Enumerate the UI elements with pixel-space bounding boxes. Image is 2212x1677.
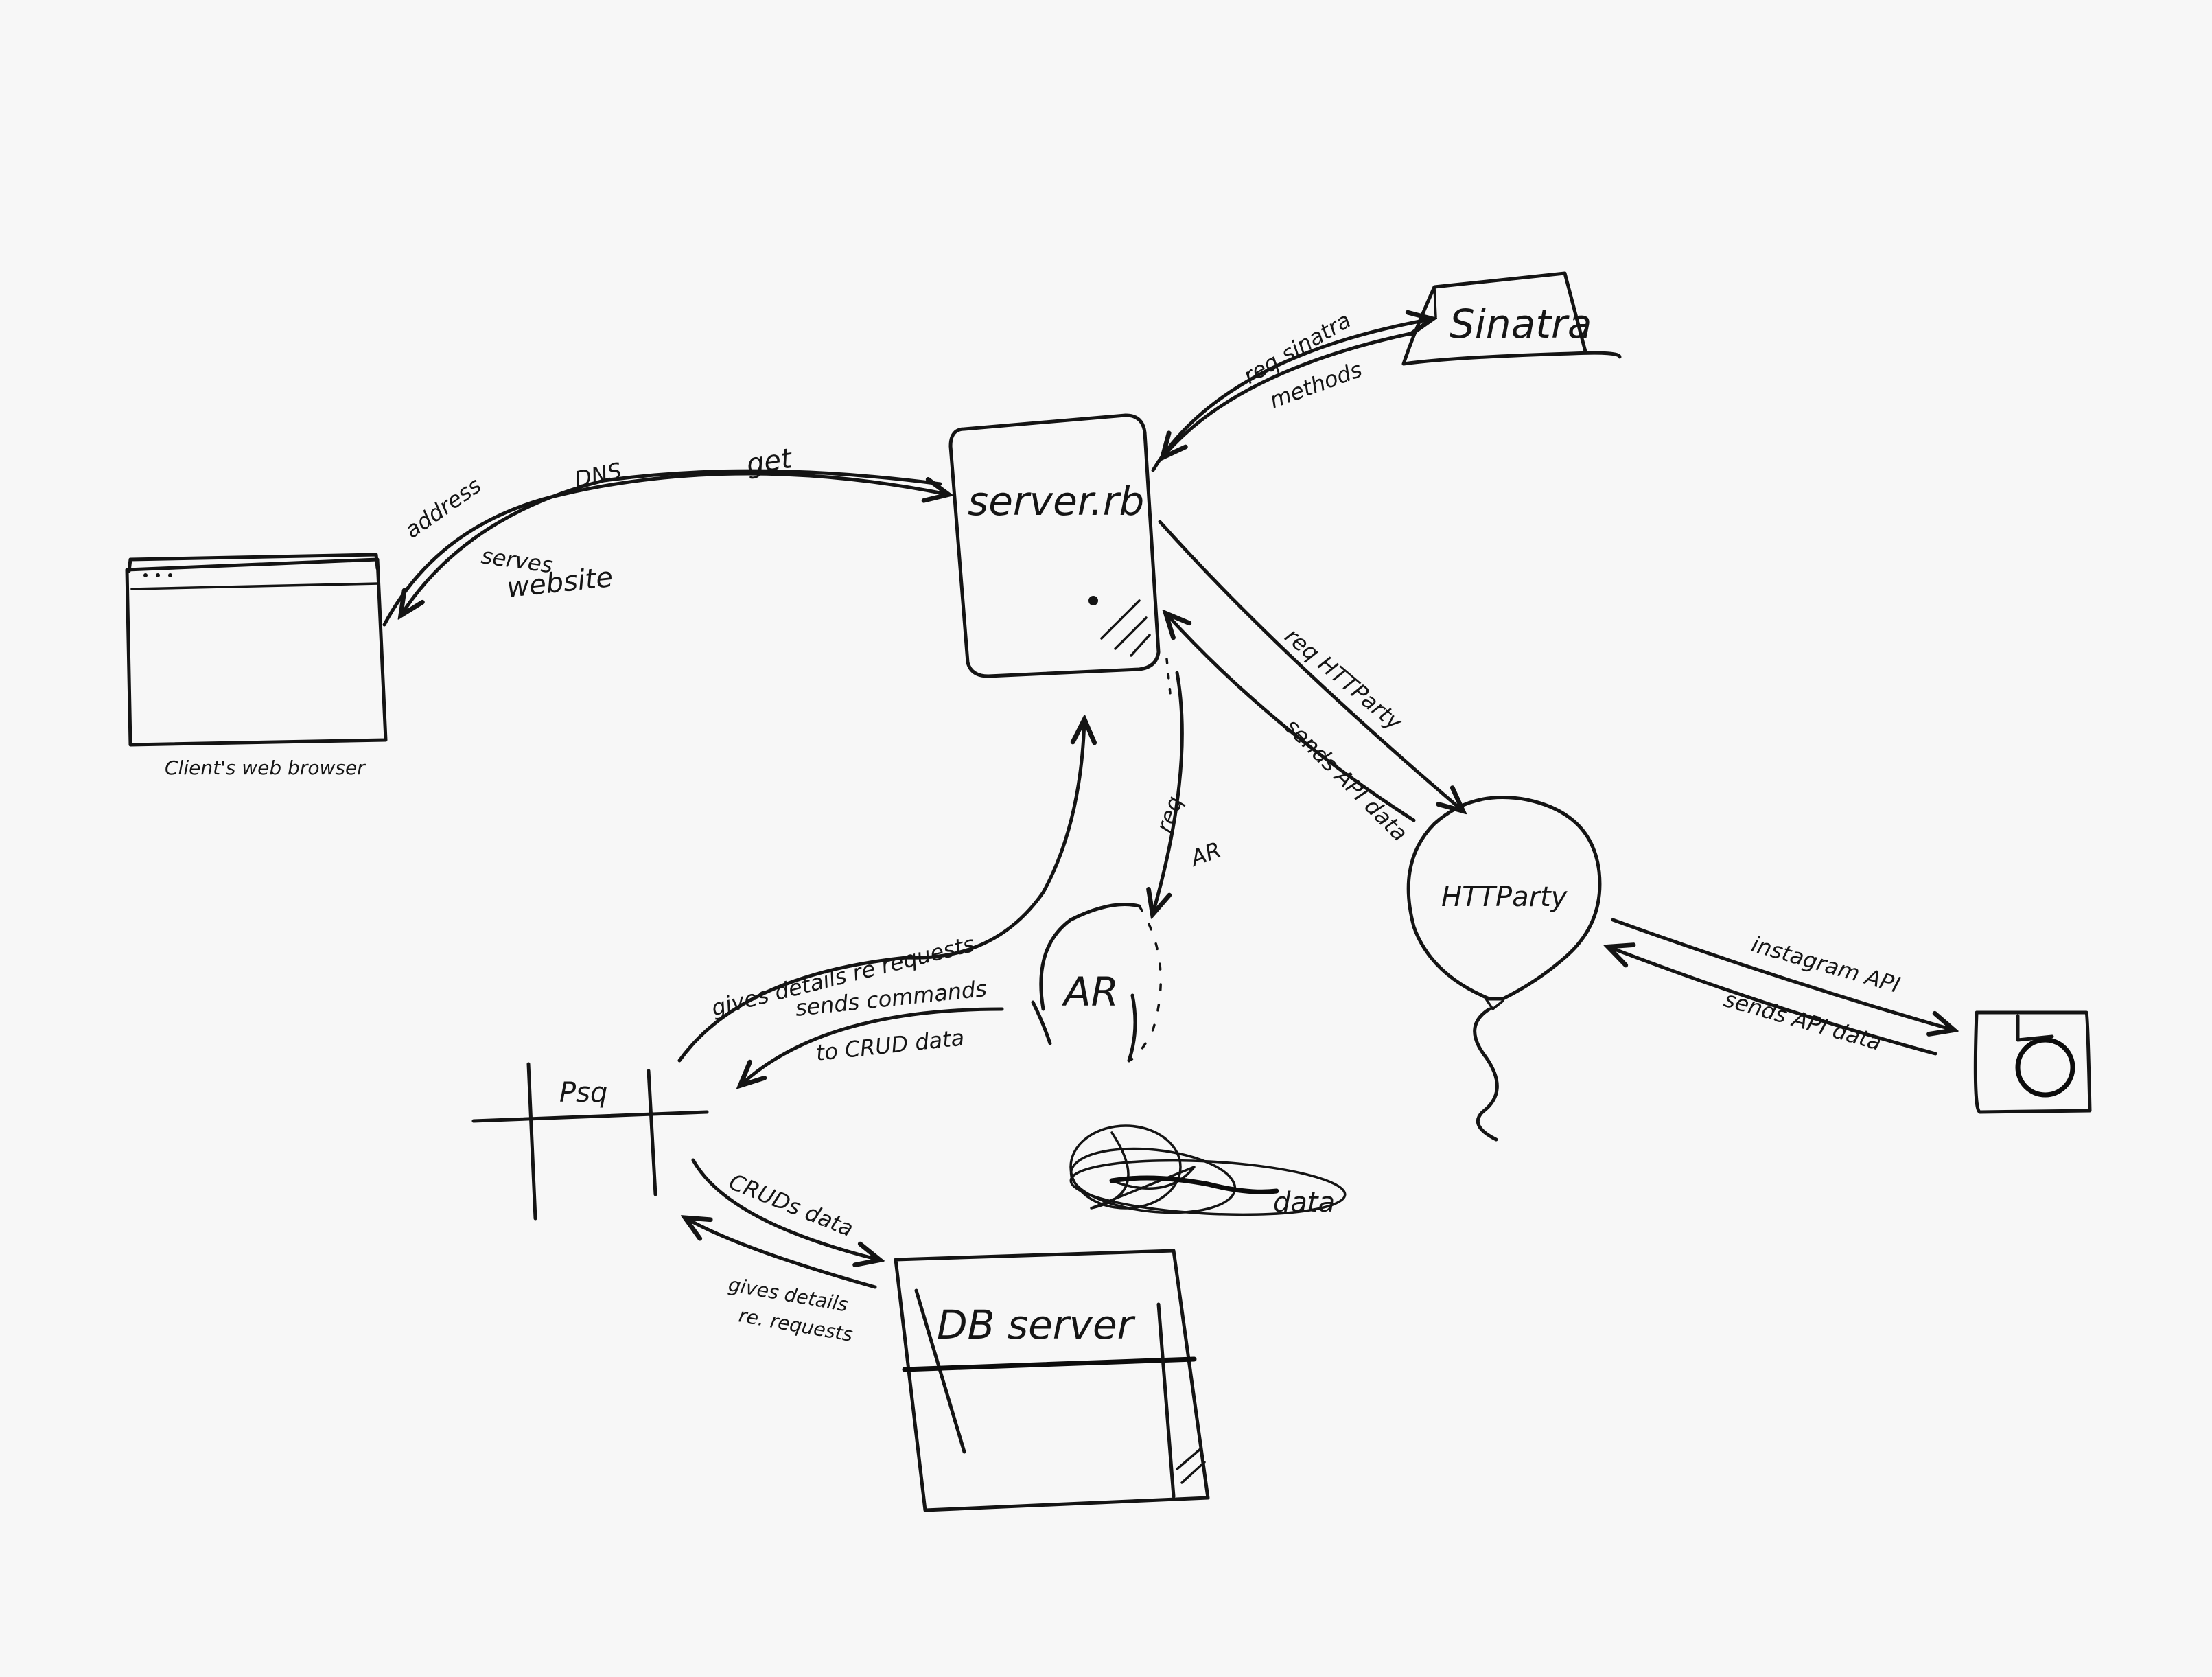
ar-edge-label: AR [1186,837,1224,872]
browser-window-icon [125,553,388,747]
httparty-label: HTTParty [1441,881,1568,913]
dns-label: DNS [572,457,624,492]
sends-api-label: sends API data [1279,713,1412,846]
get-label: get [745,443,795,481]
sends-instagram-label: sends API data [1721,986,1885,1056]
psq-grid-icon [471,1062,709,1221]
psq-label: Psq [559,1077,607,1109]
browser-label: Client's web browser [165,756,366,779]
balloon-icon [1406,796,1602,1142]
address-label: address [400,472,486,544]
server-label: server.rb [968,478,1144,524]
instagram-api-label: instagram API [1749,931,1903,998]
scribble-label: data [1273,1187,1335,1218]
req-ar-label: req [1151,793,1188,836]
server-box-icon [948,413,1161,678]
sinatra-label: Sinatra [1450,301,1592,347]
ar-label: AR [1061,969,1119,1015]
ar-icon [1031,903,1162,1063]
db-label: DB server [937,1302,1136,1348]
instagram-camera-icon [1973,1010,2092,1114]
scribble-blob [1069,1124,1347,1216]
database-icon [894,1249,1210,1512]
